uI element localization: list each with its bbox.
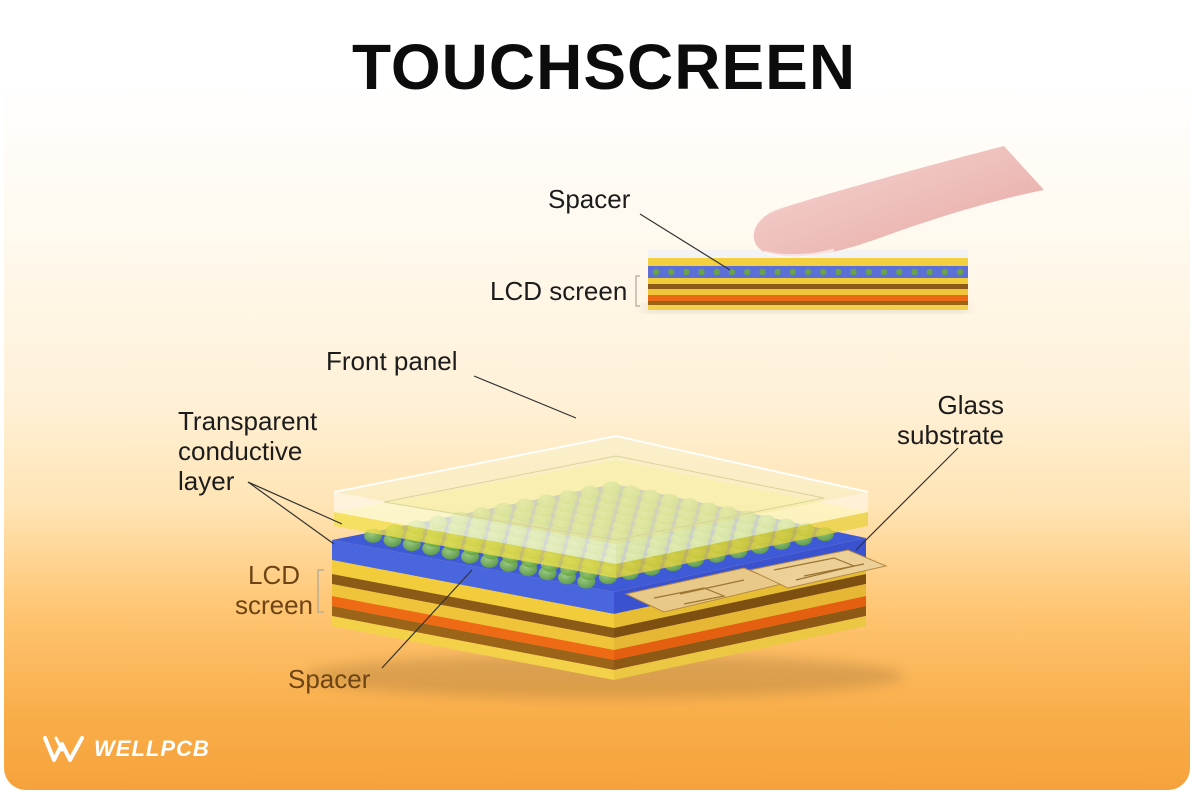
top-lcd-brown-layer-2 xyxy=(648,301,968,305)
conductive-leader-2 xyxy=(247,481,335,545)
spacer-bottom-leader xyxy=(381,569,473,669)
front-panel-leader xyxy=(473,375,577,419)
top-conductive-yellow-layer xyxy=(648,258,968,266)
top-lcd-orange-layer xyxy=(648,295,968,301)
spacer-dot xyxy=(668,268,675,276)
flex-connector-icon xyxy=(624,549,888,613)
lcd-bracket xyxy=(317,569,324,613)
conductive-leader-1 xyxy=(247,481,343,525)
spacer-dot xyxy=(744,268,751,276)
logo-text: WELLPCB xyxy=(94,736,210,761)
top-spacer-leader xyxy=(639,213,731,271)
top-spacer-dots xyxy=(652,268,964,276)
label-glass-line-2: substrate xyxy=(897,420,1004,450)
spacer-dot xyxy=(956,268,964,276)
spacer-dot xyxy=(698,268,705,276)
label-spacer-bottom: Spacer xyxy=(288,664,371,694)
spacer-dot xyxy=(880,268,888,276)
wellpcb-logo: WELLPCB xyxy=(42,732,210,766)
finger-icon xyxy=(753,146,1044,257)
spacer-dot xyxy=(652,268,660,276)
spacer-dot xyxy=(911,268,918,276)
label-lcd-screen-top: LCD screen xyxy=(490,276,628,306)
spacer-dot xyxy=(941,268,948,276)
spacer-dot xyxy=(850,268,857,276)
page-title: TOUCHSCREEN xyxy=(351,31,857,103)
diagram-card: TOUCHSCREEN xyxy=(4,4,1190,790)
spacer-dot xyxy=(713,268,720,276)
top-lcd-bracket xyxy=(635,275,640,307)
spacer-dot xyxy=(759,268,766,276)
top-lcd-brown-layer xyxy=(648,284,968,289)
label-glass-line-1: Glass xyxy=(937,390,1004,420)
label-transparent-line-2: conductive xyxy=(178,436,303,466)
spacer-dot xyxy=(865,268,872,276)
label-transparent-line-1: Transparent xyxy=(178,406,318,436)
spacer-dot xyxy=(926,268,933,276)
spacer-dot xyxy=(683,268,690,276)
label-lcd-bottom-line-2: screen xyxy=(234,590,314,620)
wellpcb-w-logo-icon xyxy=(43,736,84,762)
top-lcd-yellow-layer-2 xyxy=(648,289,968,295)
label-front-panel: Front panel xyxy=(326,346,458,376)
spacer-dot xyxy=(820,268,827,276)
top-layer-stack xyxy=(635,146,1044,312)
label-spacer-top: Spacer xyxy=(548,184,631,214)
label-transparent-line-3: layer xyxy=(178,466,235,496)
spacer-dot xyxy=(804,268,812,276)
top-lcd-yellow-layer xyxy=(648,278,968,284)
spacer-dot xyxy=(896,268,903,276)
spacer-dot xyxy=(774,268,781,276)
spacer-dot xyxy=(789,268,796,276)
spacer-dot xyxy=(728,268,736,276)
top-lcd-bottom-yellow xyxy=(648,305,968,310)
stack-left-face xyxy=(332,540,614,680)
touchscreen-diagram xyxy=(247,146,1044,698)
spacer-dot xyxy=(835,268,842,276)
label-lcd-bottom-line-1: LCD xyxy=(247,560,300,590)
main-layer-stack xyxy=(247,375,959,698)
glass-substrate-leader xyxy=(855,447,959,551)
